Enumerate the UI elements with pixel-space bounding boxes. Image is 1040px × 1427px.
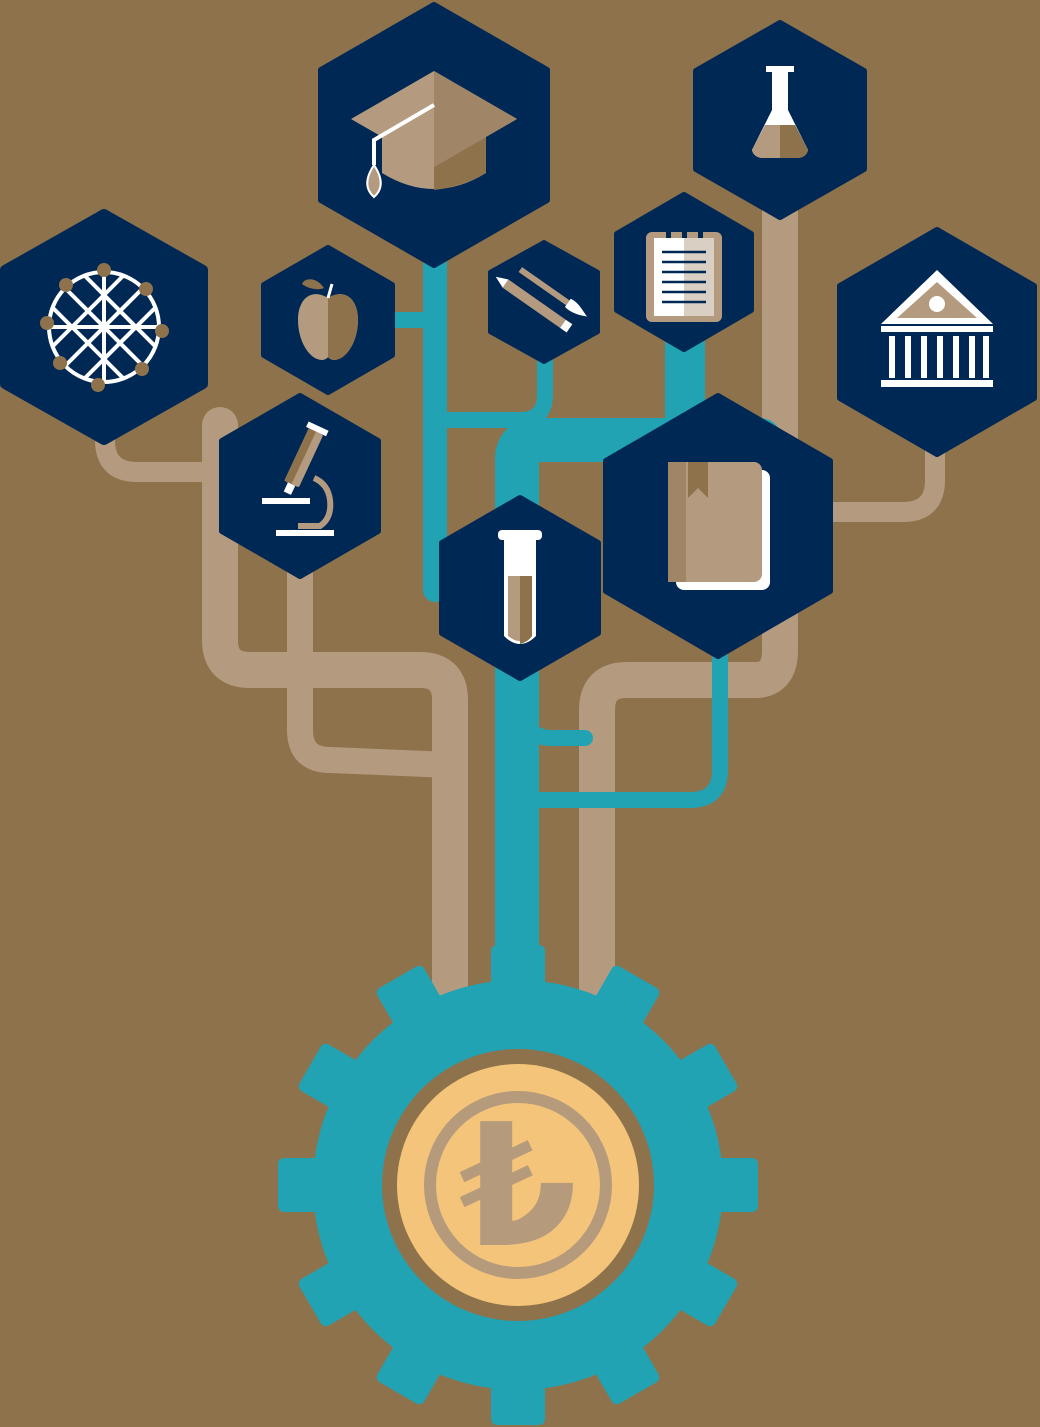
notepad-icon	[614, 192, 754, 352]
network-globe-icon	[0, 209, 208, 445]
flask-icon	[693, 20, 867, 220]
museum-building-icon	[837, 227, 1037, 457]
pencil-brush-icon	[488, 240, 600, 364]
test-tube-icon	[439, 495, 601, 681]
book-icon	[603, 393, 833, 659]
apple-icon	[261, 245, 395, 395]
graduation-cap-icon	[318, 2, 550, 268]
turkish-lira-coin-icon: ₺	[459, 1088, 577, 1286]
currency-symbol: ₺	[459, 1088, 577, 1286]
teal-branches	[382, 213, 782, 1022]
microscope-icon	[219, 393, 381, 579]
gear-icon	[278, 945, 758, 1425]
